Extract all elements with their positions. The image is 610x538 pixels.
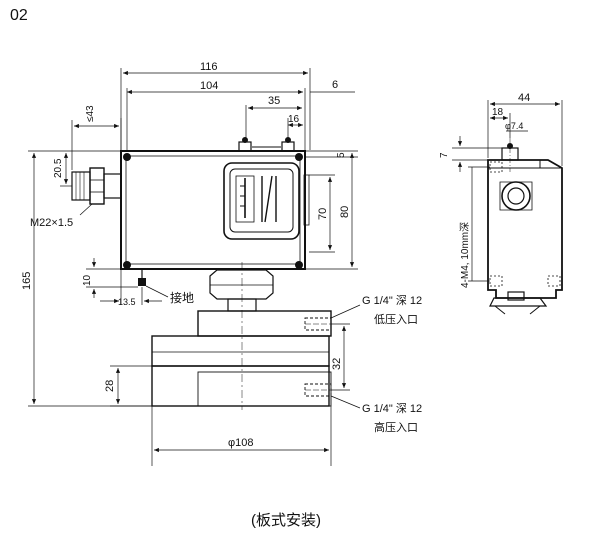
main-housing: [120, 150, 306, 270]
high-port-name-label: 高压入口: [374, 420, 418, 434]
hex-nut: [209, 269, 274, 300]
svg-text:13.5: 13.5: [118, 297, 136, 307]
svg-text:7: 7: [439, 152, 450, 158]
svg-text:35: 35: [268, 95, 280, 107]
low-port-name-label: 低压入口: [374, 313, 418, 326]
low-port-thread-label: G 1/4" 深 12: [362, 294, 422, 307]
svg-text:116: 116: [200, 61, 218, 73]
svg-text:5: 5: [336, 152, 347, 158]
svg-text:φ108: φ108: [228, 437, 254, 449]
low-pressure-block: [197, 310, 332, 337]
svg-text:φ7.4: φ7.4: [505, 121, 523, 131]
svg-text:6: 6: [332, 79, 338, 91]
svg-text:16: 16: [288, 114, 300, 125]
svg-text:4-M4, 10mm深: 4-M4, 10mm深: [459, 222, 471, 288]
side-dimensions: 44 18 φ7.4 7 4-M4, 10mm深: [439, 92, 563, 288]
svg-text:18: 18: [492, 107, 504, 118]
ground-screw-icon: [138, 278, 146, 286]
svg-text:32: 32: [331, 358, 343, 370]
screw-icon: [295, 261, 303, 269]
svg-text:10: 10: [82, 274, 93, 286]
svg-text:28: 28: [104, 380, 116, 392]
middle-block: [151, 335, 330, 367]
svg-text:70: 70: [317, 208, 329, 220]
figure-number: 02: [10, 7, 28, 24]
svg-text:44: 44: [518, 92, 530, 104]
screw-icon: [295, 153, 303, 161]
svg-text:80: 80: [339, 206, 351, 218]
side-view: [487, 138, 563, 315]
front-dimensions: 116 104 6 35 16 ≤43 20.5 M22×1.5 5: [21, 61, 422, 466]
caption: (板式安装): [251, 511, 321, 529]
scale-window: [223, 162, 300, 240]
svg-text:20.5: 20.5: [53, 158, 64, 178]
screw-icon: [123, 261, 131, 269]
svg-text:165: 165: [21, 272, 33, 290]
cable-gland: [71, 171, 91, 201]
ground-label: 接地: [170, 290, 194, 305]
front-view: [71, 137, 332, 410]
side-housing: [487, 159, 563, 299]
thread-label: M22×1.5: [30, 217, 73, 229]
svg-text:104: 104: [200, 80, 218, 92]
svg-text:≤43: ≤43: [85, 105, 96, 122]
screw-icon: [123, 153, 131, 161]
gland-end-view: [501, 181, 531, 211]
high-port-thread-label: G 1/4" 深 12: [362, 402, 422, 415]
